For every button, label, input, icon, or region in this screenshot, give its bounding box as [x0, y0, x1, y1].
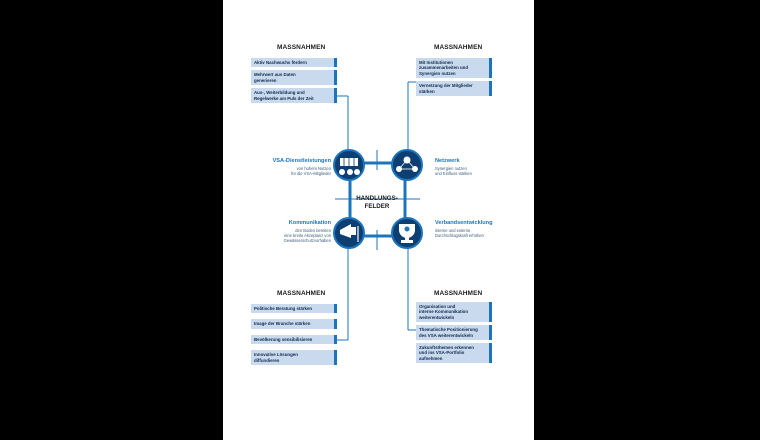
- list-item: Bevölkerung sensibilisieren: [251, 334, 337, 345]
- list-item: Innovative Lösungen diffundieren: [251, 350, 337, 366]
- field-title-dienstleistungen: VSA-Dienstleistungen: [272, 158, 331, 164]
- list-item: Thematische Positionierung des VSA weite…: [416, 325, 492, 341]
- list-top-right: Mit Institutionen zusammenarbeiten und S…: [416, 58, 492, 99]
- field-desc-netzwerk: Synergien nutzen und Einfluss stärken: [435, 166, 472, 176]
- field-title-netzwerk: Netzwerk: [435, 158, 460, 164]
- field-title-kommunikation: Kommunikation: [288, 220, 331, 226]
- list-item: Mehrwert aus Daten generieren: [251, 70, 337, 86]
- connector-lines: [333, 81, 423, 341]
- field-desc-dienstleistungen: von hohem Nutzen für die VSA-Mitglieder: [291, 166, 331, 176]
- list-item: Vernetzung der Mitglieder stärken: [416, 81, 492, 97]
- center-label: HANDLUNGS- FELDER: [356, 195, 398, 210]
- header-top-right: MASSNAHMEN: [434, 44, 483, 51]
- trophy-icon: [391, 217, 423, 249]
- list-item: Politische Beratung stärken: [251, 304, 337, 314]
- list-top-left: Aktiv Nachwuchs fördern Mehrwert aus Dat…: [251, 58, 337, 106]
- diagram-canvas: MASSNAHMEN Aktiv Nachwuchs fördern Mehrw…: [223, 0, 534, 440]
- header-top-left: MASSNAHMEN: [277, 44, 326, 51]
- books-icon: [333, 149, 365, 181]
- list-item: Aktiv Nachwuchs fördern: [251, 58, 337, 68]
- field-desc-kommunikation: den Boden bereiten eine breite Akzeptanz…: [283, 228, 331, 243]
- header-bottom-left: MASSNAHMEN: [277, 290, 326, 297]
- list-bottom-left: Politische Beratung stärken Image der Br…: [251, 304, 337, 368]
- list-item: Image der Branche stärken: [251, 319, 337, 329]
- field-title-verbandsentwicklung: Verbandsentwicklung: [435, 220, 493, 226]
- list-item: Organisation und interne Kommunikation w…: [416, 302, 492, 323]
- list-item: Mit Institutionen zusammenarbeiten und S…: [416, 58, 492, 79]
- field-desc-verbandsentwicklung: interne und externe Durchschlagskraft er…: [435, 228, 484, 238]
- list-item: Zukunftsthemen erkennen und ins VSA-Port…: [416, 343, 492, 364]
- header-bottom-right: MASSNAHMEN: [434, 290, 483, 297]
- list-item: Aus-, Weiterbildung und Regelwerke am Pu…: [251, 88, 337, 104]
- megaphone-icon: [333, 217, 365, 249]
- list-bottom-right: Organisation und interne Kommunikation w…: [416, 302, 492, 366]
- people-network-icon: [391, 149, 423, 181]
